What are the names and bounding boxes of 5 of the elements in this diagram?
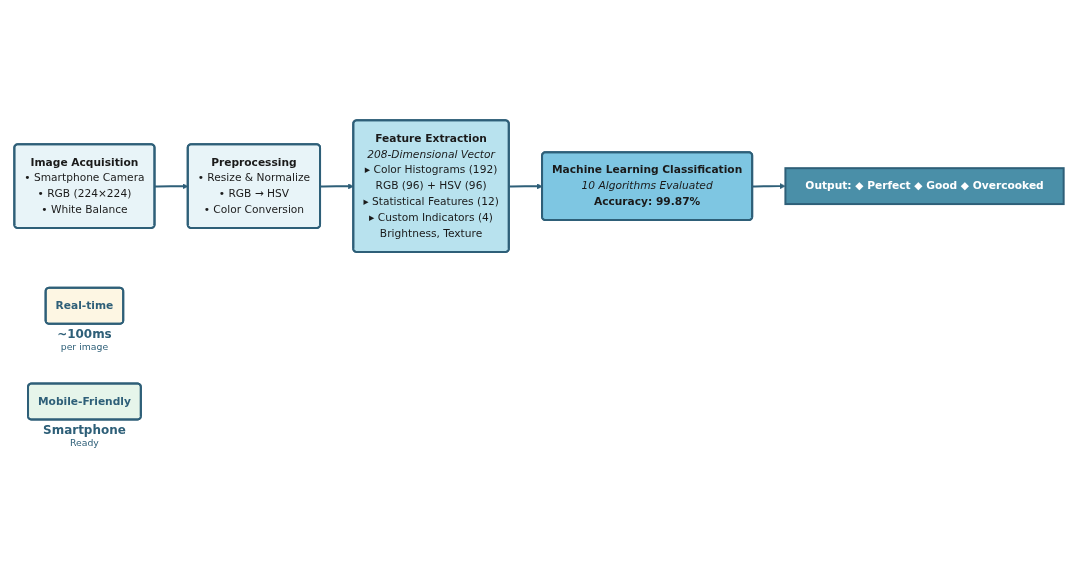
- caption-text: ~100ms: [56, 327, 112, 342]
- node-box: Output: ◆ Perfect ◆ Good ◆ Overcooked: [783, 167, 1065, 206]
- caption-text: Ready: [69, 437, 99, 449]
- caption-text: Smartphone: [42, 423, 126, 438]
- caption-text: per image: [60, 341, 108, 353]
